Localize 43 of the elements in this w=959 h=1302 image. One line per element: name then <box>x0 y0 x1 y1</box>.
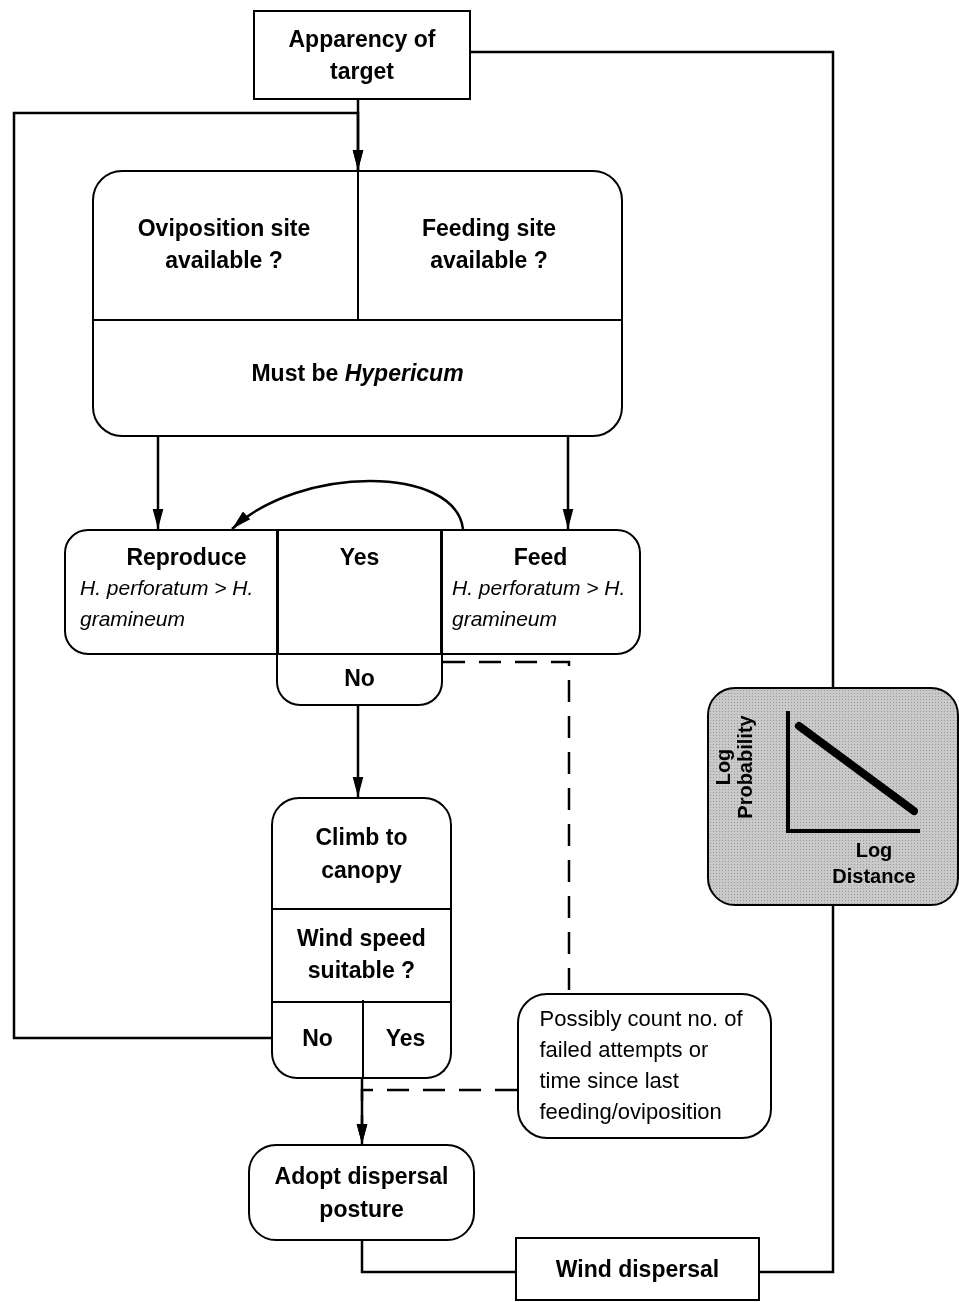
axis-label: Log Distance <box>831 838 917 889</box>
rect-box <box>515 1237 760 1301</box>
arrow <box>152 437 164 529</box>
node-label: No <box>302 1024 333 1054</box>
node-label: Yes <box>339 543 380 572</box>
graph-panel <box>707 687 959 906</box>
node-label: Feeding site available ? <box>420 213 558 275</box>
arrow <box>562 437 574 529</box>
node-label: Wind dispersal <box>555 1254 720 1284</box>
node-label: Adopt dispersal posture <box>273 1162 450 1224</box>
node-label: Feed <box>513 543 568 572</box>
answer-cell <box>276 529 443 655</box>
node-label: No <box>344 663 375 693</box>
outcome-cell <box>440 529 641 655</box>
process-box <box>248 1144 475 1241</box>
species-text: H. perforatum > H. gramineum <box>451 575 627 632</box>
note-box <box>517 993 772 1139</box>
node-label: Yes <box>385 1024 426 1054</box>
species-text: H. perforatum > H. gramineum <box>79 575 255 632</box>
node-label: Reproduce <box>126 543 247 572</box>
axis-label: Log Probability <box>712 714 756 821</box>
connector-line <box>760 906 835 1274</box>
connector-line <box>360 1241 515 1274</box>
node-label: Apparency of target <box>287 24 437 86</box>
process-cell <box>271 797 452 910</box>
decision-box <box>92 170 623 437</box>
question-cell <box>91 169 359 321</box>
node-label: Oviposition site available ? <box>136 213 312 275</box>
node-label: Wind speed suitable ? <box>296 923 427 985</box>
answer-cell <box>361 1000 452 1079</box>
answer-cell <box>276 652 443 706</box>
arrow <box>352 706 364 797</box>
note-text: Possibly count no. of failed attempts or time since last feeding/oviposition <box>539 1005 744 1126</box>
rect-box <box>253 10 471 100</box>
dashed-connector <box>443 660 571 993</box>
question-cell <box>271 907 452 1003</box>
answer-cell <box>271 1000 364 1079</box>
arrow <box>231 479 465 530</box>
connector-line <box>471 50 835 687</box>
node-label: Climb to canopy <box>314 823 409 885</box>
outcome-cell <box>64 529 279 655</box>
node-label: Must be Hypericum <box>250 359 465 388</box>
arrow <box>12 111 364 1040</box>
